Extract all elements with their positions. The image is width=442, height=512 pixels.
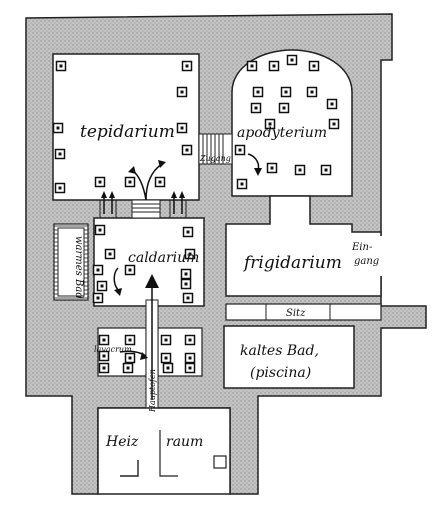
- label-caldarium: caldarium: [128, 250, 199, 266]
- pillar-core: [102, 354, 106, 358]
- label-heiz: Heiz: [105, 434, 139, 450]
- pillar-core: [185, 148, 189, 152]
- pillar-core: [186, 230, 190, 234]
- pillar-core: [98, 180, 102, 184]
- entrance-gap: [380, 236, 383, 276]
- label-frigidarium: frigidarium: [242, 253, 342, 273]
- pillar-core: [184, 282, 188, 286]
- flue-arrow-icon-head: [171, 191, 177, 198]
- label-kaltes-bad: kaltes Bad,: [240, 343, 319, 359]
- pillar-core: [100, 284, 104, 288]
- room-heizraum: [97, 407, 231, 495]
- pillar-core: [310, 90, 314, 94]
- pillar-core: [56, 126, 60, 130]
- pillar-core: [180, 90, 184, 94]
- pillar-core: [298, 168, 302, 172]
- pillar-core: [185, 64, 189, 68]
- pillar-core: [184, 272, 188, 276]
- label-eingang-2: gang: [354, 256, 379, 267]
- pillar-core: [128, 356, 132, 360]
- pillar-core: [126, 366, 130, 370]
- curved-arrow-icon: [113, 267, 119, 291]
- room-kaltes-bad: [223, 325, 355, 389]
- pillar-core: [188, 356, 192, 360]
- pillar-core: [96, 268, 100, 272]
- label-warmes-bad: warmes Bad: [73, 236, 84, 299]
- room-frigidarium: [225, 195, 382, 297]
- pillar-core: [270, 166, 274, 170]
- label-tepidarium: tepidarium: [80, 122, 175, 142]
- pillar-core: [108, 252, 112, 256]
- heat-flow-arrows: [101, 153, 262, 400]
- label-hauptofen: Hauptofen: [148, 369, 157, 413]
- pillar-grid: [52, 54, 340, 374]
- label-raum: raum: [166, 434, 203, 450]
- pillar-core: [254, 106, 258, 110]
- curved-arrow-icon-head: [254, 168, 262, 176]
- pillar-core: [158, 180, 162, 184]
- pillar-core: [180, 126, 184, 130]
- pillar-core: [188, 338, 192, 342]
- room-apodyterium: [231, 49, 353, 197]
- pillar-core: [128, 338, 132, 342]
- room-tepidarium: [52, 53, 200, 201]
- label-apodyterium: apodyterium: [237, 125, 327, 141]
- pillar-core: [256, 90, 260, 94]
- curved-arrow-icon-head: [158, 160, 166, 168]
- passage-steps: [131, 199, 161, 219]
- pillar-core: [268, 122, 272, 126]
- pillar-core: [332, 122, 336, 126]
- pillar-core: [98, 228, 102, 232]
- label-lavacrum: lavacrum: [94, 345, 132, 354]
- pillar-core: [164, 338, 168, 342]
- flue-arrow-icon-head: [179, 191, 185, 198]
- pillar-core: [188, 252, 192, 256]
- flue-arrow-icon-head: [109, 191, 115, 198]
- label-sitz: Sitz: [286, 308, 306, 319]
- pillar-core: [284, 90, 288, 94]
- pillar-core: [102, 338, 106, 342]
- curved-arrow-icon: [145, 163, 163, 201]
- curved-arrow-icon-head: [114, 288, 122, 296]
- pillar-core: [102, 366, 106, 370]
- pillar-core: [282, 106, 286, 110]
- pillar-core: [272, 64, 276, 68]
- main-flue-arrow-icon-head: [145, 274, 159, 288]
- pillar-core: [128, 268, 132, 272]
- pillar-core: [128, 180, 132, 184]
- label-eingang-1: Ein-: [351, 242, 373, 253]
- pillar-core: [238, 148, 242, 152]
- flue-arrow-icon-head: [101, 191, 107, 198]
- pillar-core: [290, 58, 294, 62]
- pillar-core: [240, 182, 244, 186]
- pillar-core: [188, 366, 192, 370]
- label-piscina: (piscina): [250, 365, 311, 381]
- sitz-bench: [225, 303, 382, 321]
- pillar-core: [58, 186, 62, 190]
- pillar-core: [164, 356, 168, 360]
- pillar-core: [324, 168, 328, 172]
- pillar-core: [96, 296, 100, 300]
- pillar-core: [59, 64, 63, 68]
- curved-arrow-icon-head: [140, 352, 148, 360]
- pillar-core: [58, 152, 62, 156]
- pillar-core: [312, 64, 316, 68]
- label-zugang: Zugang: [199, 154, 231, 163]
- pillar-core: [186, 296, 190, 300]
- pillar-core: [330, 102, 334, 106]
- pillar-core: [166, 366, 170, 370]
- curved-arrow-icon-head: [128, 166, 136, 174]
- pillar-core: [250, 64, 254, 68]
